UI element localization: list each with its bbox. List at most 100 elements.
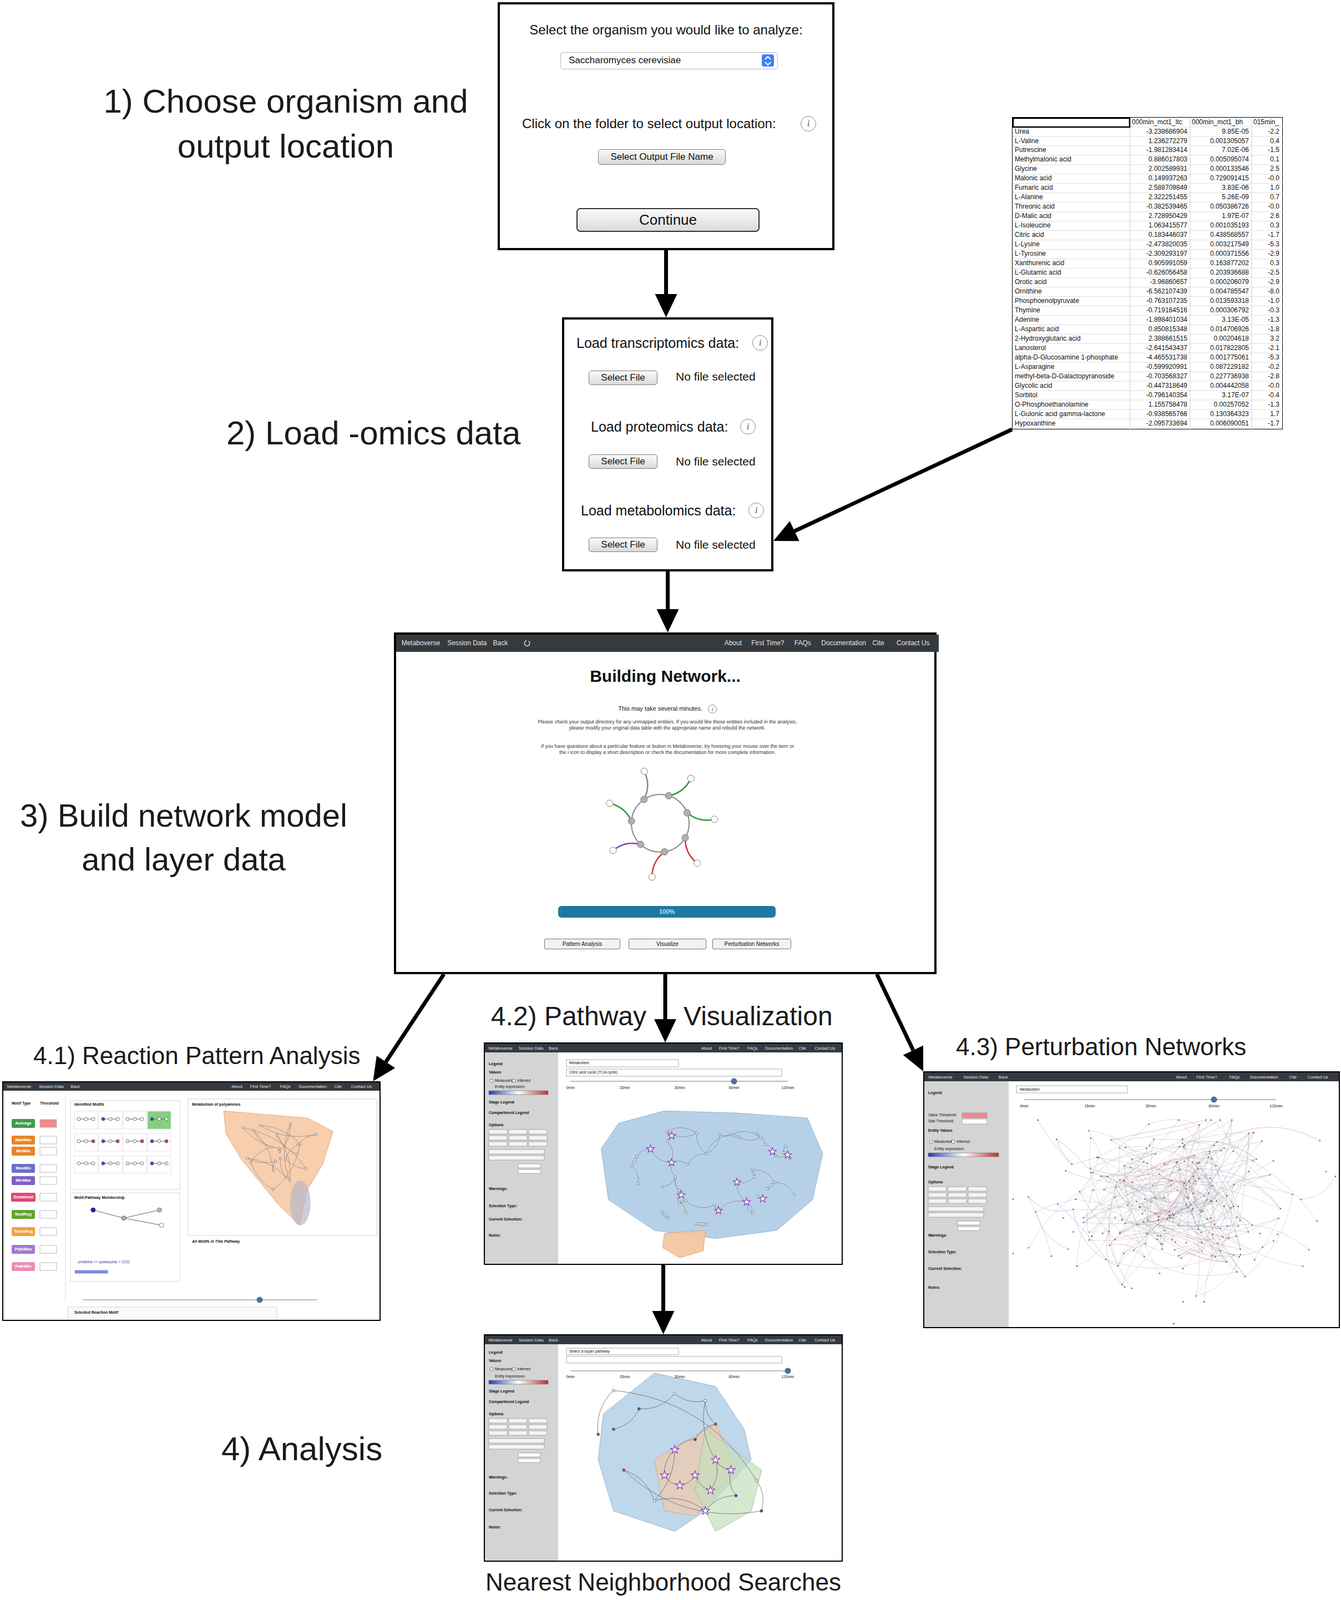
- network-node: [1124, 1222, 1127, 1225]
- network-node: [259, 1124, 262, 1127]
- network-node: [714, 1423, 717, 1426]
- motif-node: [77, 1139, 81, 1143]
- network-edge: [654, 1498, 706, 1512]
- file-button-label: Select File: [600, 539, 645, 551]
- step-label: Visualization: [683, 1000, 833, 1033]
- table-cell: 0.000306792: [1190, 306, 1249, 315]
- table-cell: -2.9: [1251, 250, 1280, 258]
- network-node: [704, 1399, 707, 1403]
- network-edge: [1164, 1230, 1237, 1241]
- text-holder: Legend: [488, 1350, 503, 1355]
- node-text: Legend: [928, 1090, 943, 1096]
- network-node: [622, 1468, 626, 1472]
- option-input: [957, 1221, 980, 1226]
- network-edge: [250, 1147, 272, 1163]
- network-node: [1169, 1217, 1171, 1219]
- text-holder: -1.7: [1251, 419, 1280, 428]
- star-node: [646, 1145, 655, 1153]
- arrow-connector: [652, 1264, 675, 1335]
- arrow-connector: [876, 974, 924, 1072]
- text-holder: 0.00204618: [1190, 335, 1249, 343]
- network-node: [1237, 1205, 1240, 1208]
- node-text: No file selected: [675, 369, 756, 384]
- membership-node: [159, 1223, 164, 1228]
- motif-node: [101, 1117, 105, 1121]
- text-holder: 0.4: [1251, 137, 1280, 146]
- network-node: [1177, 1255, 1180, 1257]
- network-edge: [1089, 1130, 1144, 1223]
- continue-button-label: Continue: [639, 211, 697, 229]
- network-edge: [767, 1182, 775, 1189]
- table-cell: 0.729091415: [1190, 174, 1249, 183]
- network-node: [1226, 1225, 1229, 1228]
- info-icon-label: i: [755, 505, 758, 516]
- progress-bar-label: 100%: [659, 908, 675, 915]
- motif-node: [115, 1139, 120, 1143]
- table-cell: -3.96860657: [1130, 278, 1188, 287]
- text-holder: 2.002589931: [1130, 165, 1188, 174]
- network-edge: [1178, 1218, 1279, 1256]
- table-cell: 0.004785547: [1190, 287, 1249, 296]
- network-node: [1160, 1243, 1162, 1246]
- table-cell: Phosphoenolpyruvate: [1014, 297, 1080, 306]
- text-holder: 0.004442058: [1190, 382, 1249, 391]
- network-node: [1089, 1167, 1092, 1170]
- network-node: [1132, 1250, 1135, 1252]
- network-edge: [1105, 1256, 1216, 1269]
- table-cell: 0.013593318: [1190, 297, 1249, 306]
- network-edge: [1262, 1218, 1279, 1248]
- text-holder: Motif-Pathway Membership: [74, 1195, 125, 1201]
- text-holder: No file selected: [675, 369, 756, 384]
- threshold-input: [39, 1210, 57, 1219]
- text-holder: Options: [488, 1412, 504, 1417]
- network-edge: [285, 1159, 307, 1170]
- arrow-head: [656, 609, 680, 633]
- grid-line: [1012, 409, 1284, 411]
- table-cell: 7.02E-06: [1190, 146, 1249, 155]
- network-node: [1154, 1212, 1157, 1215]
- node-text: 60min: [722, 1374, 746, 1380]
- motif-button: Average: [11, 1119, 35, 1128]
- network-edge: [654, 1449, 675, 1501]
- motif-button-label: MinMin: [16, 1149, 31, 1154]
- nav-item: Cite: [1289, 1074, 1297, 1080]
- motif-button: MaxMax: [11, 1135, 35, 1145]
- text-holder: 0.3: [1251, 221, 1280, 230]
- label-holder: 4.2) Pathway: [491, 1000, 647, 1033]
- text-holder: -2.641543437: [1130, 344, 1188, 353]
- sidebar: [484, 1052, 559, 1265]
- node-text: Options: [928, 1180, 943, 1185]
- network-node: [1151, 1184, 1154, 1187]
- table-cell: -0.4: [1251, 391, 1280, 400]
- network-node: [249, 1161, 252, 1164]
- network-node: [1240, 1253, 1242, 1256]
- node-text: 30min: [668, 1374, 691, 1380]
- motif-node: [91, 1139, 95, 1143]
- star-node: [660, 1470, 669, 1479]
- node-text: Inferred: [517, 1367, 531, 1372]
- dropdown: [566, 1069, 782, 1077]
- table-cell: -0.626056458: [1130, 269, 1188, 277]
- network-node: [1034, 1211, 1037, 1213]
- table-cell: 0.3: [1251, 259, 1280, 268]
- network-edge: [1301, 1176, 1336, 1201]
- text-holder: -2.5: [1251, 269, 1280, 277]
- table-cell: Methylmalonic acid: [1014, 155, 1072, 164]
- nav-bar: [3, 1082, 381, 1091]
- motif-cell: [123, 1155, 147, 1174]
- network-edge: [631, 1166, 639, 1184]
- motif-button-label: Average: [14, 1121, 32, 1126]
- pathway-ring: [631, 794, 690, 853]
- nav-item: Session Data: [963, 1074, 989, 1080]
- step-label: 4.2) Pathway: [491, 1000, 647, 1033]
- node-text: Warnings:: [488, 1186, 508, 1192]
- text-holder: O-Phosphoethanolamine: [1014, 401, 1089, 409]
- table-cell: 3.2: [1251, 335, 1280, 343]
- node-text: Options: [488, 1412, 504, 1417]
- table-cell: 0.3: [1251, 221, 1280, 230]
- node-text: Compartment Legend: [488, 1399, 529, 1405]
- network-node: [1168, 1214, 1171, 1217]
- network-edge: [1188, 1175, 1270, 1183]
- network-node: [1318, 1139, 1321, 1142]
- network-node: [1252, 1160, 1254, 1162]
